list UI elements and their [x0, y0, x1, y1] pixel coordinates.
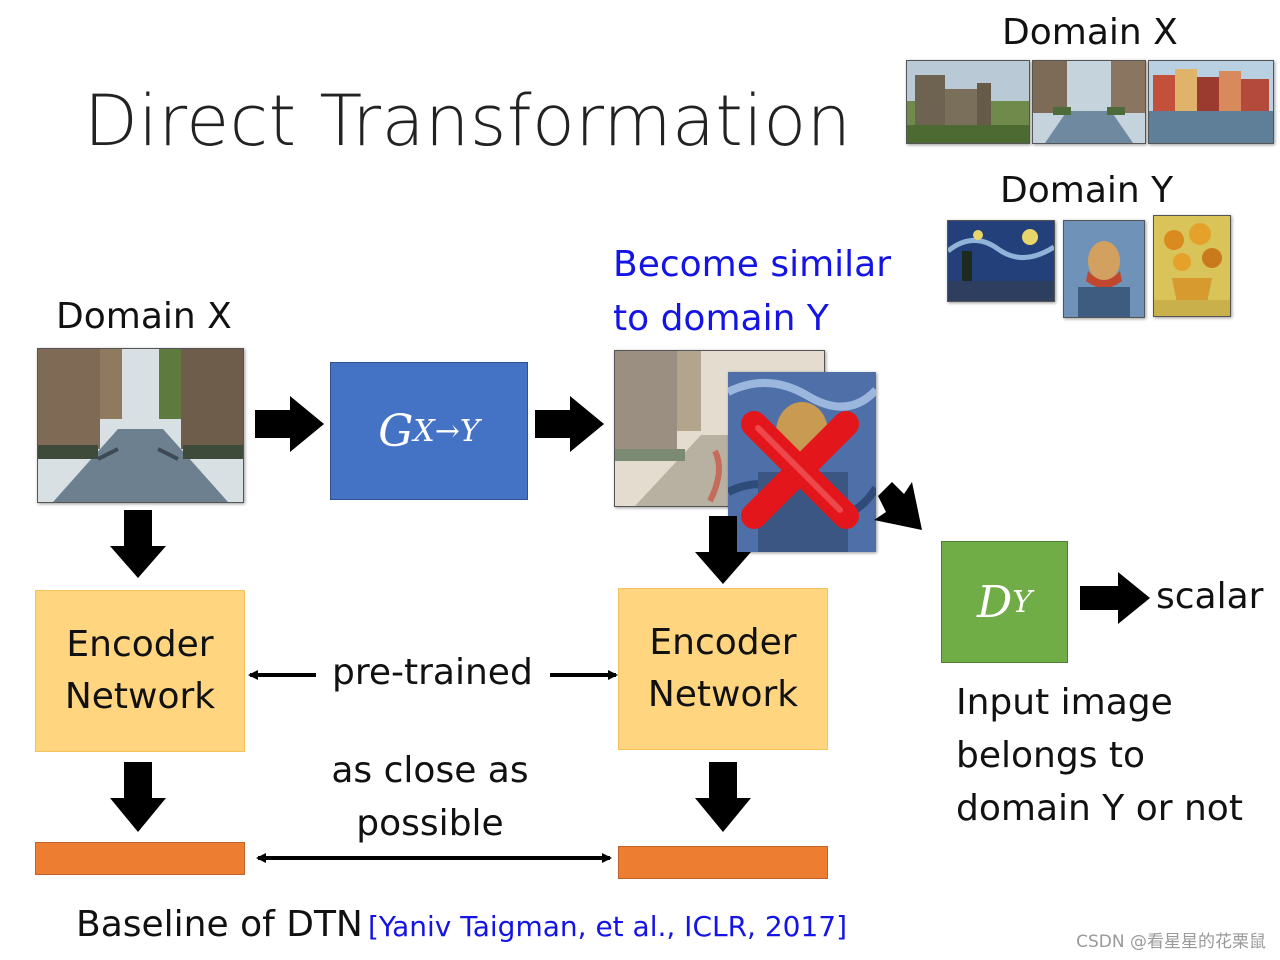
- domain-x-photo-harbor: [1148, 60, 1274, 144]
- reject-cross-icon: [740, 410, 860, 530]
- close-label-line2: possible: [356, 803, 504, 844]
- discriminator-symbol: D: [976, 576, 1013, 628]
- domain-x-label: Domain X: [56, 296, 232, 337]
- domain-y-painting-sunflowers: [1153, 215, 1231, 317]
- corner-domain-y-label: Domain Y: [1000, 170, 1174, 211]
- encoder-right-line2: Network: [647, 674, 799, 715]
- domain-x-photo-canal: [1032, 60, 1146, 144]
- generator-symbol: G: [378, 405, 414, 457]
- arrow-output-to-discriminator: [874, 482, 922, 530]
- arrow-scalar: [1080, 572, 1150, 624]
- arrow-input-to-encoder: [110, 510, 166, 578]
- input-photo-canal: [37, 348, 244, 503]
- generator-subscript: X→Y: [413, 413, 480, 449]
- discriminator-desc-line3: domain Y or not: [956, 788, 1243, 829]
- scalar-label: scalar: [1156, 576, 1264, 617]
- discriminator-desc-line2: belongs to: [956, 735, 1146, 776]
- domain-y-painting-starry-night: [947, 220, 1055, 302]
- encoder-right-line1: Encoder: [649, 622, 797, 663]
- encoder-left-line2: Network: [64, 676, 216, 717]
- encoder-left-line1: Encoder: [66, 624, 214, 665]
- domain-x-photo-castle: [906, 60, 1030, 144]
- arrow-output-to-encoder: [695, 516, 751, 584]
- feature-vector-left: [35, 842, 245, 875]
- baseline-citation: [Yaniv Taigman, et al., ICLR, 2017]: [367, 910, 848, 943]
- corner-domain-x-label: Domain X: [1002, 12, 1178, 53]
- page-title: Direct Transformation: [84, 80, 852, 162]
- encoder-network-right: Encoder Network: [618, 588, 828, 750]
- arrow-encoder-left-to-feature: [110, 762, 166, 832]
- discriminator-desc-line1: Input image: [956, 682, 1173, 723]
- arrow-generator-to-output: [535, 396, 604, 452]
- arrow-encoder-right-to-feature: [695, 762, 751, 832]
- become-similar-line1: Become similar: [613, 244, 892, 285]
- pretrained-label: pre-trained: [332, 652, 533, 693]
- feature-vector-right: [618, 846, 828, 879]
- baseline-caption: Baseline of DTN [Yaniv Taigman, et al., …: [76, 904, 847, 945]
- arrow-input-to-generator: [255, 396, 324, 452]
- encoder-network-left: Encoder Network: [35, 590, 245, 752]
- baseline-text: Baseline of DTN: [76, 904, 363, 945]
- become-similar-line2: to domain Y: [613, 298, 829, 339]
- discriminator-subscript: Y: [1012, 584, 1033, 620]
- watermark: CSDN @看星星的花栗鼠: [1076, 932, 1266, 952]
- close-label-line1: as close as: [331, 750, 529, 791]
- domain-y-painting-portrait: [1063, 220, 1145, 318]
